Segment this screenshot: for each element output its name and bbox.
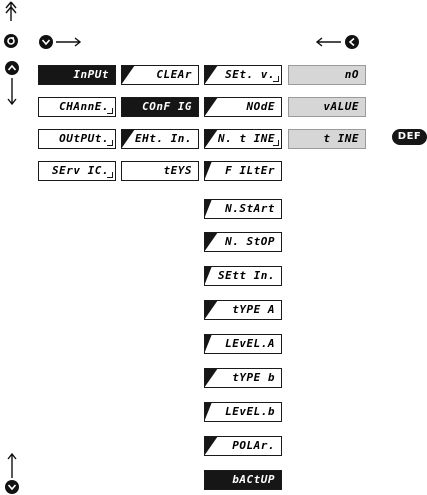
menu-mode[interactable]: NOdE [204,97,282,117]
menu-filter[interactable]: F ILtEr [204,161,282,181]
double-up-arrow-icon [5,1,17,21]
menu-m-time[interactable]: N. t INE [204,129,282,149]
menu-ext-in[interactable]: EHt. In. [121,129,199,149]
circle-left-icon[interactable] [345,35,359,49]
menu-label: LEvEL.A [225,337,275,350]
menu-label: F ILtEr [225,164,275,177]
menu-level-b[interactable]: LEvEL.b [204,402,282,422]
menu-label: SEtt In. [218,269,275,282]
value-label: nO [344,68,359,81]
menu-type-b[interactable]: tYPE b [204,368,282,388]
menu-keys[interactable]: tEYS [121,161,199,181]
menu-label: N. StOP [225,235,275,248]
menu-label: CHAnnE. [59,100,109,113]
menu-input[interactable]: InPUt [38,65,116,85]
menu-label: SEt. v. [225,68,275,81]
menu-label: bACtUP [232,473,275,486]
value-label: vALUE [323,100,359,113]
menu-label: CLEAr [156,68,192,81]
circle-down-icon-bottom[interactable] [5,480,19,494]
menu-label: N. t INE [218,132,275,145]
circle-up-icon[interactable] [5,61,19,75]
def-badge: DEF [392,129,427,145]
menu-level-a[interactable]: LEvEL.A [204,334,282,354]
menu-label: tYPE b [232,371,275,384]
menu-backup[interactable]: bACtUP [204,470,282,490]
menu-label: SErv IC. [52,164,109,177]
value-time[interactable]: t INE [288,129,366,149]
menu-set-v[interactable]: SEt. v. [204,65,282,85]
menu-setting[interactable]: SEtt In. [204,266,282,286]
circle-return-icon[interactable] [4,34,18,48]
left-arrow-icon [315,37,341,47]
menu-label: tEYS [163,164,192,177]
menu-m-start[interactable]: N.StArt [204,199,282,219]
menu-label: tYPE A [232,303,275,316]
right-arrow-icon [56,37,82,47]
circle-down-icon[interactable] [39,35,53,49]
menu-polar[interactable]: POLAr. [204,436,282,456]
menu-output[interactable]: OUtPUt. [38,129,116,149]
menu-label: OUtPUt. [59,132,109,145]
menu-label: NOdE [246,100,275,113]
value-value[interactable]: vALUE [288,97,366,117]
menu-service[interactable]: SErv IC. [38,161,116,181]
menu-label: EHt. In. [135,132,192,145]
menu-label: InPUt [73,68,109,81]
menu-clear[interactable]: CLEAr [121,65,199,85]
up-arrow-icon [7,452,17,478]
menu-channel[interactable]: CHAnnE. [38,97,116,117]
value-label: t INE [323,132,359,145]
menu-label: LEvEL.b [225,405,275,418]
menu-label: N.StArt [225,202,275,215]
menu-m-stop[interactable]: N. StOP [204,232,282,252]
menu-label: COnF IG [142,100,192,113]
menu-type-a[interactable]: tYPE A [204,300,282,320]
down-arrow-icon [7,78,17,106]
menu-config[interactable]: COnF IG [121,97,199,117]
menu-label: POLAr. [232,439,275,452]
value-no[interactable]: nO [288,65,366,85]
